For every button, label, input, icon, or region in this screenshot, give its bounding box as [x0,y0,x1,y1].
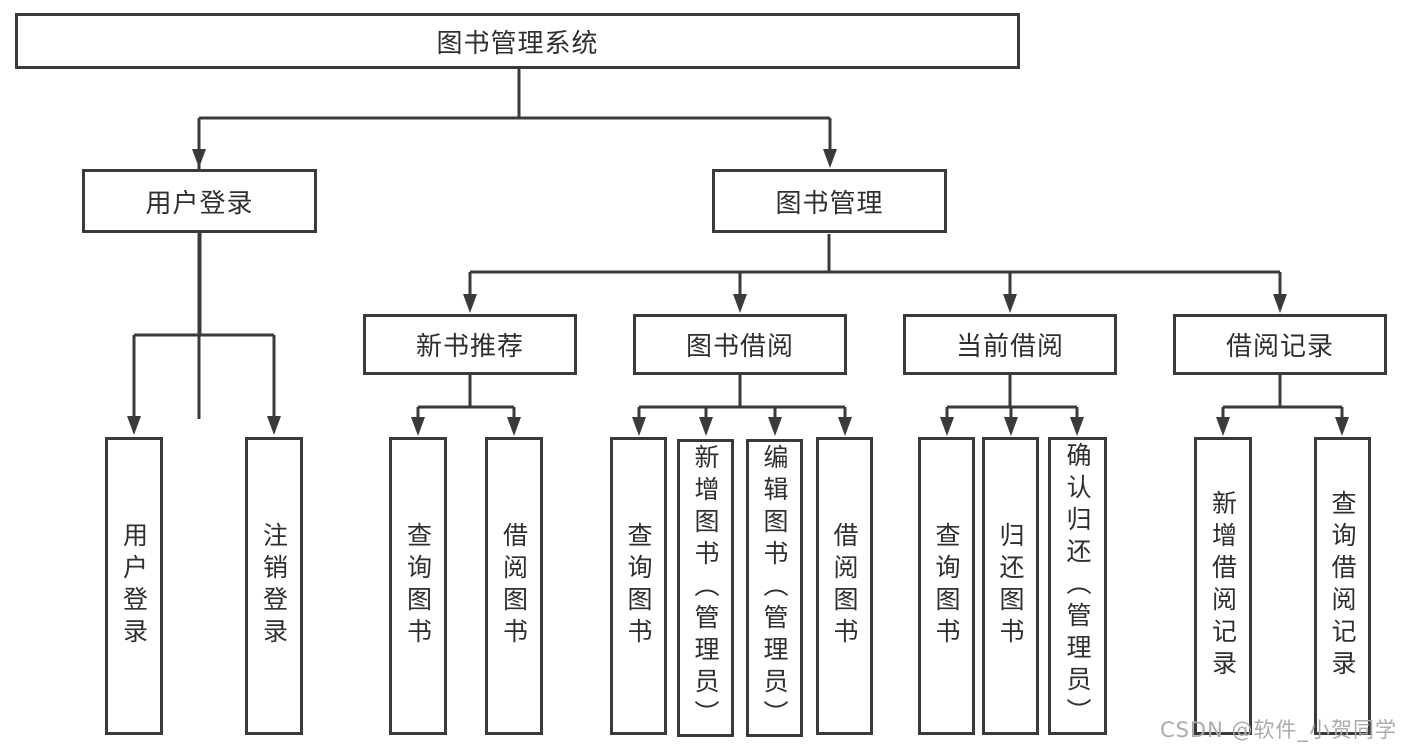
leaf-return-book-label: 归还图书 [996,522,1025,650]
node-book-management: 图书管理 [712,169,947,233]
leaf-query-book-borrow: 查询图书 [610,437,667,735]
watermark: CSDN @软件_小贺同学 [1159,718,1397,742]
leaf-add-book-admin: 新增图书（管理员） [677,439,734,737]
leaf-query-book-recommend: 查询图书 [389,437,447,735]
node-current-borrow: 当前借阅 [903,314,1117,375]
leaf-query-borrow-record-label: 查询借阅记录 [1328,490,1357,682]
leaf-return-book: 归还图书 [982,437,1039,735]
leaf-query-book-current-label: 查询图书 [932,522,961,650]
connector-current-borrow-to-leaves [940,375,1084,436]
leaf-confirm-return-admin-label: 确认归还（管理员） [1063,442,1092,730]
node-user-login-label: 用户登录 [145,188,254,219]
node-user-login: 用户登录 [82,169,317,233]
leaf-logout-label: 注销登录 [259,522,289,650]
node-borrow-records: 借阅记录 [1173,314,1387,375]
leaf-user-login-label: 用户登录 [119,522,149,650]
node-book-borrow-label: 图书借阅 [685,332,794,362]
leaf-add-book-admin-label: 新增图书（管理员） [691,444,720,732]
node-new-book-recommend: 新书推荐 [363,314,577,375]
leaf-query-book-current: 查询图书 [918,437,975,735]
node-library-system: 图书管理系统 [15,13,1020,69]
connector-root-to-level2 [192,69,837,419]
node-borrow-records-label: 借阅记录 [1225,332,1334,362]
leaf-borrow-book-recommend-label: 借阅图书 [499,522,529,650]
leaf-borrow-book-label: 借阅图书 [830,522,859,650]
node-book-management-label: 图书管理 [775,188,884,219]
leaf-add-borrow-record-label: 新增借阅记录 [1208,490,1238,682]
leaf-edit-book-admin-label: 编辑图书（管理员） [760,444,789,732]
connector-user-login-to-leaves [127,233,281,435]
leaf-confirm-return-admin: 确认归还（管理员） [1048,437,1107,735]
connector-new-book-recommend-to-leaves [411,375,521,436]
leaf-add-borrow-record: 新增借阅记录 [1194,437,1252,735]
node-new-book-recommend-label: 新书推荐 [415,332,524,362]
leaf-edit-book-admin: 编辑图书（管理员） [746,439,803,737]
leaf-query-borrow-record: 查询借阅记录 [1314,437,1371,735]
leaf-borrow-book-recommend: 借阅图书 [485,437,543,735]
node-library-system-label: 图书管理系统 [436,28,599,59]
node-book-borrow: 图书借阅 [633,314,847,375]
node-current-borrow-label: 当前借阅 [955,332,1064,362]
connector-book-management-to-level3 [463,234,1287,313]
connector-borrow-records-to-leaves [1216,375,1349,436]
leaf-borrow-book: 借阅图书 [816,437,873,735]
leaf-query-book-borrow-label: 查询图书 [624,522,653,650]
connector-book-borrow-to-leaves [632,375,852,436]
leaf-user-login: 用户登录 [105,437,163,735]
leaf-logout: 注销登录 [245,437,303,735]
leaf-query-book-recommend-label: 查询图书 [403,522,433,650]
